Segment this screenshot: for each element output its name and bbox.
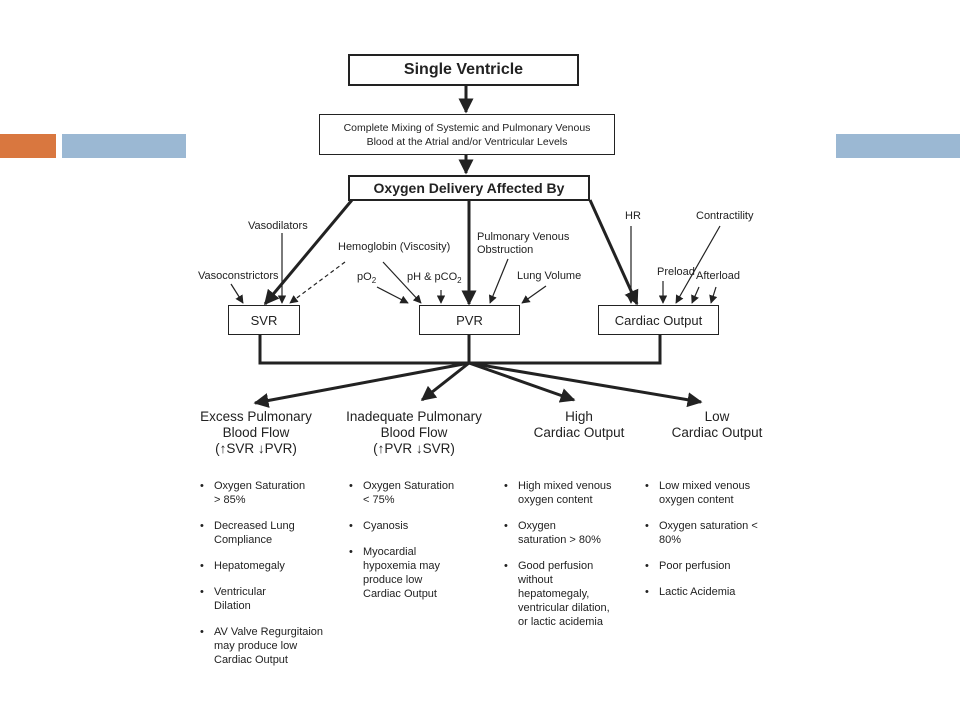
- outcome-low-co-header: Low Cardiac Output: [658, 409, 776, 441]
- arrow-hemoglobin-svr: [289, 261, 346, 304]
- arrow-hemoglobin-pvr: [382, 261, 422, 304]
- outcome-high-co-header: High Cardiac Output: [520, 409, 638, 441]
- arrow-delivery-to-svr: [263, 199, 354, 306]
- label-vasoconstrictors: Vasoconstrictors: [198, 270, 279, 282]
- mixing-label-line2: Blood at the Atrial and/or Ventricular L…: [366, 135, 568, 148]
- outcome-excess-line1: Excess Pulmonary: [200, 409, 312, 424]
- label-po2: pO2: [357, 271, 377, 286]
- outcome-high-co-line2: Cardiac Output: [533, 425, 625, 440]
- label-ph-pco2: pH & pCO2: [407, 271, 462, 286]
- arrow-po2: [376, 286, 409, 304]
- outcome-excess-list: Oxygen Saturation > 85% Decreased Lung C…: [198, 479, 324, 679]
- label-pulmonary-venous-line1: Pulmonary Venous: [477, 231, 570, 243]
- list-item: Oxygen saturation < 80%: [643, 519, 777, 547]
- outcome-high-co-list: High mixed venous oxygen content Oxygen …: [502, 479, 628, 641]
- list-item: Hepatomegaly: [198, 559, 324, 573]
- mixing-box: Complete Mixing of Systemic and Pulmonar…: [319, 114, 615, 155]
- arrow-to-excess: [253, 361, 470, 408]
- outcome-high-co-line1: High: [565, 409, 593, 424]
- outcome-inadequate-header: Inadequate Pulmonary Blood Flow (↑PVR ↓S…: [334, 409, 494, 457]
- outcome-inadequate-line2: Blood Flow: [380, 425, 448, 440]
- list-item: Cyanosis: [347, 519, 473, 533]
- outcome-low-co-line1: Low: [704, 409, 730, 424]
- pvr-box: PVR: [419, 305, 520, 335]
- oxygen-delivery-label: Oxygen Delivery Affected By: [373, 180, 565, 196]
- arrow-to-high-co: [468, 361, 576, 403]
- single-ventricle-label: Single Ventricle: [403, 61, 524, 78]
- cardiac-output-box: Cardiac Output: [598, 305, 719, 335]
- arrow-vasoconstrictors: [230, 283, 244, 304]
- outcome-low-co-list: Low mixed venous oxygen content Oxygen s…: [643, 479, 783, 611]
- arrow-contractility: [675, 225, 721, 304]
- list-item: AV Valve Regurgitaion may produce low Ca…: [198, 625, 324, 667]
- list-item: Myocardial hypoxemia may produce low Car…: [347, 545, 463, 601]
- arrow-lung-volume: [521, 285, 547, 304]
- arrow-pulm-venous: [488, 258, 509, 304]
- label-afterload: Afterload: [696, 270, 741, 282]
- list-item: Oxygen saturation > 80%: [502, 519, 604, 547]
- list-item: Oxygen Saturation > 85%: [198, 479, 306, 507]
- label-hemoglobin: Hemoglobin (Viscosity): [338, 241, 451, 253]
- outcome-inadequate-line1: Inadequate Pulmonary: [346, 409, 482, 424]
- arrow-afterload-1: [691, 286, 700, 304]
- arrow-to-low-co: [468, 361, 703, 408]
- label-lung-volume: Lung Volume: [517, 270, 582, 282]
- list-item: Low mixed venous oxygen content: [643, 479, 783, 507]
- list-item: Ventricular Dilation: [198, 585, 294, 613]
- mixing-label-line1: Complete Mixing of Systemic and Pulmonar…: [343, 121, 591, 134]
- oxygen-delivery-box: Oxygen Delivery Affected By: [348, 175, 590, 201]
- accent-bar-blue-left: [62, 134, 186, 158]
- label-pulmonary-venous-line2: Obstruction: [477, 244, 534, 256]
- outcome-excess-line3: (↑SVR ↓PVR): [215, 441, 297, 456]
- bus-svr-co: [258, 335, 662, 365]
- list-item: Oxygen Saturation < 75%: [347, 479, 463, 507]
- label-contractility: Contractility: [696, 210, 754, 222]
- svr-box: SVR: [228, 305, 300, 335]
- outcome-excess-header: Excess Pulmonary Blood Flow (↑SVR ↓PVR): [190, 409, 322, 457]
- label-preload: Preload: [657, 266, 695, 278]
- cardiac-output-label: Cardiac Output: [614, 312, 703, 328]
- svr-label: SVR: [250, 312, 278, 328]
- label-vasodilators: Vasodilators: [248, 220, 308, 232]
- outcome-excess-line2: Blood Flow: [222, 425, 290, 440]
- pvr-label: PVR: [456, 312, 483, 328]
- outcome-inadequate-line3: (↑PVR ↓SVR): [373, 441, 455, 456]
- arrow-afterload-2: [709, 286, 718, 304]
- list-item: Poor perfusion: [643, 559, 783, 573]
- list-item: High mixed venous oxygen content: [502, 479, 618, 507]
- outcome-low-co-line2: Cardiac Output: [671, 425, 763, 440]
- accent-bar-blue-right: [836, 134, 960, 158]
- single-ventricle-box: Single Ventricle: [348, 54, 579, 86]
- accent-bar-orange: [0, 134, 56, 158]
- arrow-delivery-to-co: [588, 199, 639, 306]
- outcome-inadequate-list: Oxygen Saturation < 75% Cyanosis Myocard…: [347, 479, 473, 613]
- list-item: Lactic Acidemia: [643, 585, 783, 599]
- label-hr: HR: [625, 210, 641, 222]
- list-item: Good perfusion without hepatomegaly, ven…: [502, 559, 622, 629]
- list-item: Decreased Lung Compliance: [198, 519, 314, 547]
- arrow-to-inadequate: [420, 361, 470, 402]
